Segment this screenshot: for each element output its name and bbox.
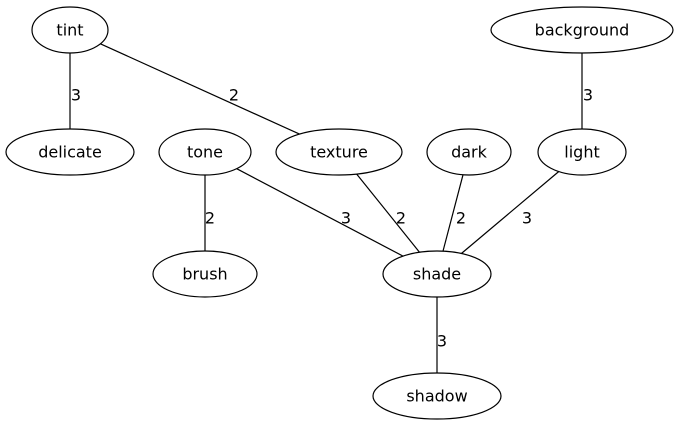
node-ellipse-brush bbox=[152, 250, 258, 298]
node-texture: texture bbox=[275, 128, 403, 176]
edge-tone-shade bbox=[236, 168, 404, 257]
node-label-delicate: delicate bbox=[38, 143, 102, 162]
node-label-texture: texture bbox=[310, 143, 368, 162]
node-brush: brush bbox=[152, 250, 258, 298]
node-delicate: delicate bbox=[5, 128, 135, 176]
edge-label-dark-shade: 2 bbox=[456, 209, 466, 228]
edge-dark-shade bbox=[442, 174, 464, 252]
node-ellipse-texture bbox=[275, 128, 403, 176]
node-ellipse-shade bbox=[382, 250, 492, 298]
node-ellipse-light bbox=[537, 128, 627, 176]
node-ellipse-background bbox=[490, 6, 674, 54]
node-ellipse-dark bbox=[426, 128, 512, 176]
edge-label-tone-shade: 3 bbox=[341, 209, 351, 228]
edge-label-tone-brush: 2 bbox=[205, 209, 215, 228]
node-label-tint: tint bbox=[56, 21, 83, 40]
node-light: light bbox=[537, 128, 627, 176]
node-label-dark: dark bbox=[451, 143, 488, 162]
node-label-shadow: shadow bbox=[406, 387, 467, 406]
edge-label-tint-texture: 2 bbox=[229, 86, 239, 105]
node-ellipse-tint bbox=[31, 6, 109, 54]
node-tint: tint bbox=[31, 6, 109, 54]
edge-texture-shade bbox=[356, 173, 420, 253]
edge-label-light-shade: 3 bbox=[522, 209, 532, 228]
node-label-background: background bbox=[535, 21, 630, 40]
node-label-tone: tone bbox=[187, 143, 223, 162]
edge-label-tint-delicate: 3 bbox=[71, 86, 81, 105]
edge-tint-texture bbox=[100, 43, 300, 135]
node-ellipse-delicate bbox=[5, 128, 135, 176]
edges-layer: 3 2 3 2 3 2 2 3 3 bbox=[69, 43, 593, 373]
node-label-light: light bbox=[564, 143, 599, 162]
node-label-brush: brush bbox=[182, 265, 227, 284]
node-ellipse-tone bbox=[158, 128, 252, 176]
node-tone: tone bbox=[158, 128, 252, 176]
node-dark: dark bbox=[426, 128, 512, 176]
edge-label-background-light: 3 bbox=[583, 86, 593, 105]
node-ellipse-shadow bbox=[372, 372, 502, 420]
edge-light-shade bbox=[461, 171, 560, 254]
edge-label-texture-shade: 2 bbox=[396, 209, 406, 228]
nodes-layer: tint delicate background light tone texture da… bbox=[5, 6, 674, 420]
node-label-shade: shade bbox=[413, 265, 461, 284]
edge-label-shade-shadow: 3 bbox=[437, 332, 447, 351]
node-shadow: shadow bbox=[372, 372, 502, 420]
node-background: background bbox=[490, 6, 674, 54]
node-shade: shade bbox=[382, 250, 492, 298]
